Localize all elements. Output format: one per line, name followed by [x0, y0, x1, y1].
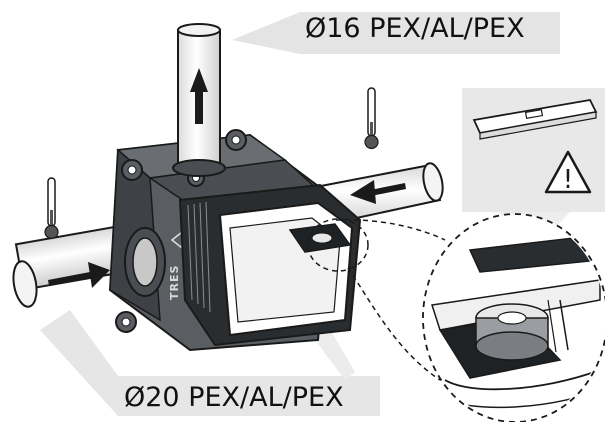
callout-band-top	[232, 12, 560, 54]
thermometer-icon	[364, 87, 379, 150]
arrow-right-icon	[48, 262, 110, 288]
warning-symbol: !	[563, 165, 573, 195]
arrow-up-icon	[190, 68, 208, 124]
outlet-pipe-spec-label: Ø16 PEX/AL/PEX	[305, 13, 525, 44]
inlet-pipe-spec-label: Ø20 PEX/AL/PEX	[124, 382, 344, 413]
warning-triangle-icon: !	[544, 150, 592, 195]
thermometer-icon	[44, 177, 59, 240]
magnified-valve-detail	[425, 234, 605, 420]
spirit-level-icon	[472, 98, 598, 140]
protective-cover	[178, 183, 362, 347]
embossed-brand-text: TRES	[168, 265, 181, 300]
arrow-left-icon	[350, 180, 406, 204]
